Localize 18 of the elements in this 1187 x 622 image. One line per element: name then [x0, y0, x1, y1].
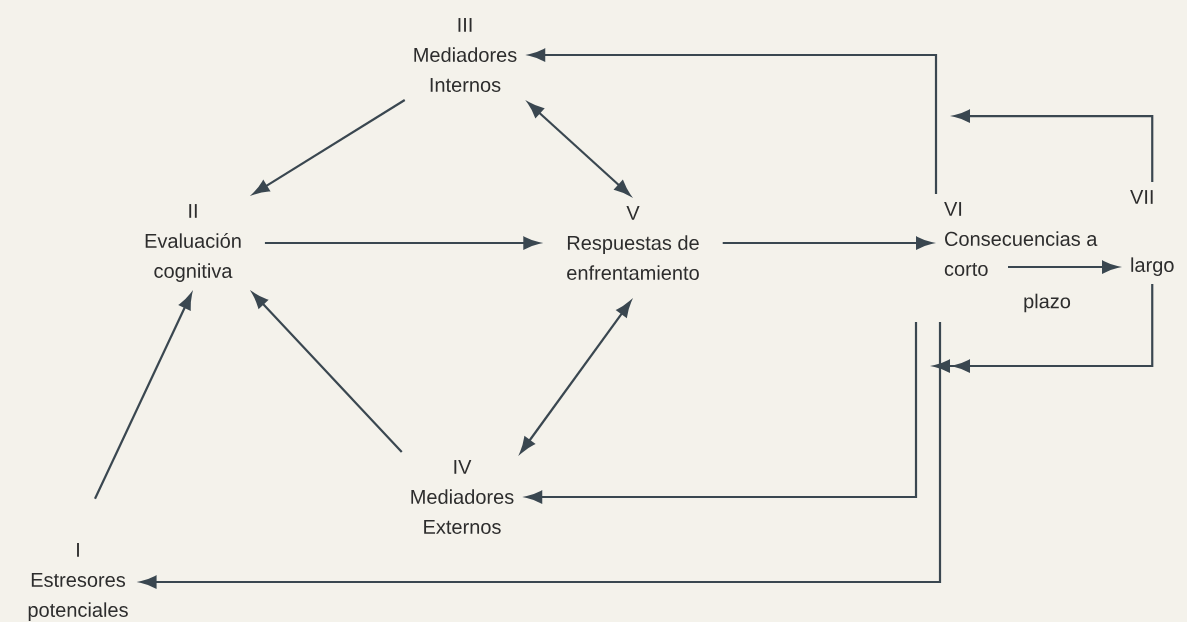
arrow	[722, 236, 933, 250]
arrow	[252, 292, 403, 453]
double-arrow	[520, 300, 632, 454]
text-label: plazo	[1024, 293, 1071, 313]
stage-label: VII largo	[1130, 190, 1174, 276]
double-arrow	[527, 102, 631, 196]
arrow	[933, 284, 1154, 373]
arrow	[1008, 260, 1119, 274]
arrow	[140, 322, 942, 589]
arrow	[252, 99, 406, 195]
stage-label: II Evaluación cognitiva	[145, 204, 241, 282]
stage-label: III Mediadores Internos	[414, 18, 517, 92]
arrow	[953, 109, 1154, 183]
stage-label: I Estresores potenciales	[28, 543, 128, 621]
arrow	[94, 293, 193, 500]
stage-label: IV Mediadores Externos	[411, 460, 514, 534]
stage-label: V Respuestas de enfrentamiento	[567, 206, 699, 280]
arrow	[264, 236, 540, 250]
